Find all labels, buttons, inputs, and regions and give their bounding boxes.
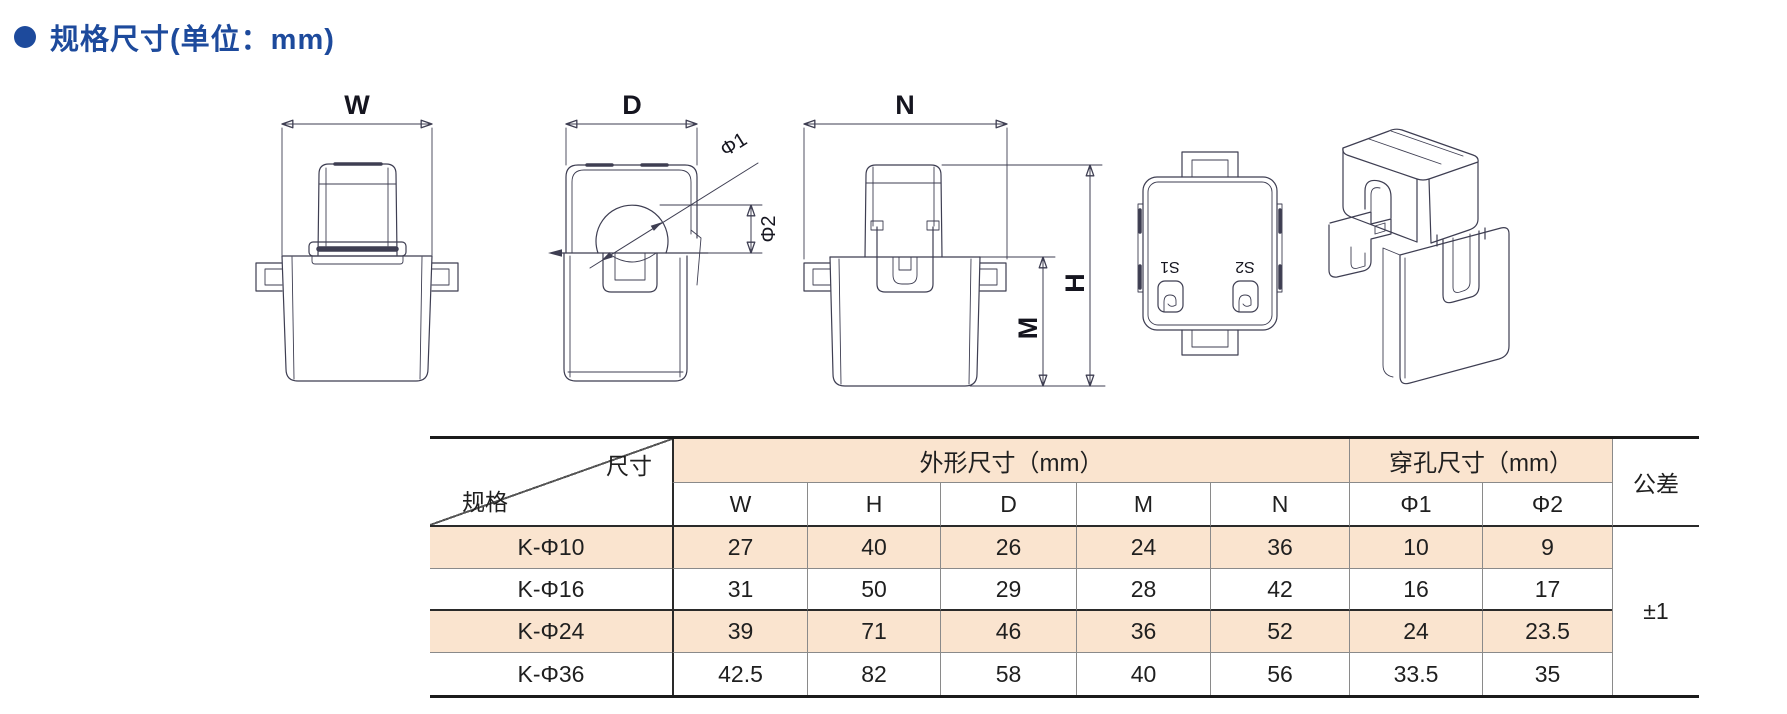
value-cell: 17 (1482, 569, 1612, 611)
front-view-drawing: W (255, 90, 459, 382)
dim-label-m: M (1013, 317, 1043, 340)
corner-label-spec: 规格 (462, 489, 508, 515)
spec-cell: K-Φ10 (430, 527, 672, 569)
value-cell: 35 (1482, 653, 1612, 695)
spec-cell: K-Φ16 (430, 569, 672, 611)
tolerance-value-cell: ±1 (1612, 527, 1699, 695)
corner-label-dimension: 尺寸 (606, 453, 652, 479)
col-header-m: M (1076, 483, 1210, 527)
value-cell: 26 (940, 527, 1076, 569)
value-cell: 27 (672, 527, 807, 569)
value-cell: 71 (807, 611, 940, 653)
value-cell: 33.5 (1349, 653, 1482, 695)
value-cell: 9 (1482, 527, 1612, 569)
col-header-phi2: Φ2 (1482, 483, 1612, 527)
value-cell: 24 (1349, 611, 1482, 653)
rear-view-drawing: N M H (803, 90, 1106, 387)
dim-label-h: H (1060, 273, 1090, 293)
value-cell: 29 (940, 569, 1076, 611)
value-cell: 10 (1349, 527, 1482, 569)
value-cell: 36 (1210, 527, 1349, 569)
value-cell: 58 (940, 653, 1076, 695)
value-cell: 56 (1210, 653, 1349, 695)
value-cell: 82 (807, 653, 940, 695)
side-view-drawing: D Φ1 Φ2 (548, 90, 780, 382)
bottom-view-drawing: S1 S2 (1137, 151, 1283, 356)
spec-cell: K-Φ36 (430, 653, 672, 695)
value-cell: 16 (1349, 569, 1482, 611)
value-cell: 40 (807, 527, 940, 569)
col-header-h: H (807, 483, 940, 527)
tolerance-header: 公差 (1612, 439, 1699, 527)
group-header-outline: 外形尺寸（mm） (672, 439, 1349, 483)
terminal-label-s1: S1 (1160, 258, 1180, 275)
value-cell: 39 (672, 611, 807, 653)
dim-label-n: N (895, 90, 915, 120)
spec-cell: K-Φ24 (430, 611, 672, 653)
dim-label-phi1: Φ1 (717, 128, 752, 161)
terminal-label-s2: S2 (1235, 258, 1255, 275)
col-header-phi1: Φ1 (1349, 483, 1482, 527)
page-title: 规格尺寸(单位：mm) (50, 24, 335, 56)
section-bullet-icon (14, 26, 36, 48)
value-cell: 50 (807, 569, 940, 611)
value-cell: 40 (1076, 653, 1210, 695)
group-header-hole: 穿孔尺寸（mm） (1349, 439, 1612, 483)
value-cell: 31 (672, 569, 807, 611)
value-cell: 24 (1076, 527, 1210, 569)
spec-table: 尺寸 规格 外形尺寸（mm） 穿孔尺寸（mm） 公差 W H D M N Φ1 … (430, 436, 1699, 698)
isometric-view-drawing (1328, 128, 1510, 385)
value-cell: 36 (1076, 611, 1210, 653)
col-header-w: W (672, 483, 807, 527)
col-header-d: D (940, 483, 1076, 527)
value-cell: 42 (1210, 569, 1349, 611)
col-header-n: N (1210, 483, 1349, 527)
dim-label-w: W (344, 90, 370, 120)
value-cell: 42.5 (672, 653, 807, 695)
value-cell: 46 (940, 611, 1076, 653)
section-header: 规格尺寸(单位：mm) (14, 16, 335, 58)
value-cell: 52 (1210, 611, 1349, 653)
dim-label-d: D (622, 90, 642, 120)
value-cell: 23.5 (1482, 611, 1612, 653)
corner-cell: 尺寸 规格 (430, 439, 672, 527)
value-cell: 28 (1076, 569, 1210, 611)
dim-label-phi2: Φ2 (758, 215, 780, 242)
